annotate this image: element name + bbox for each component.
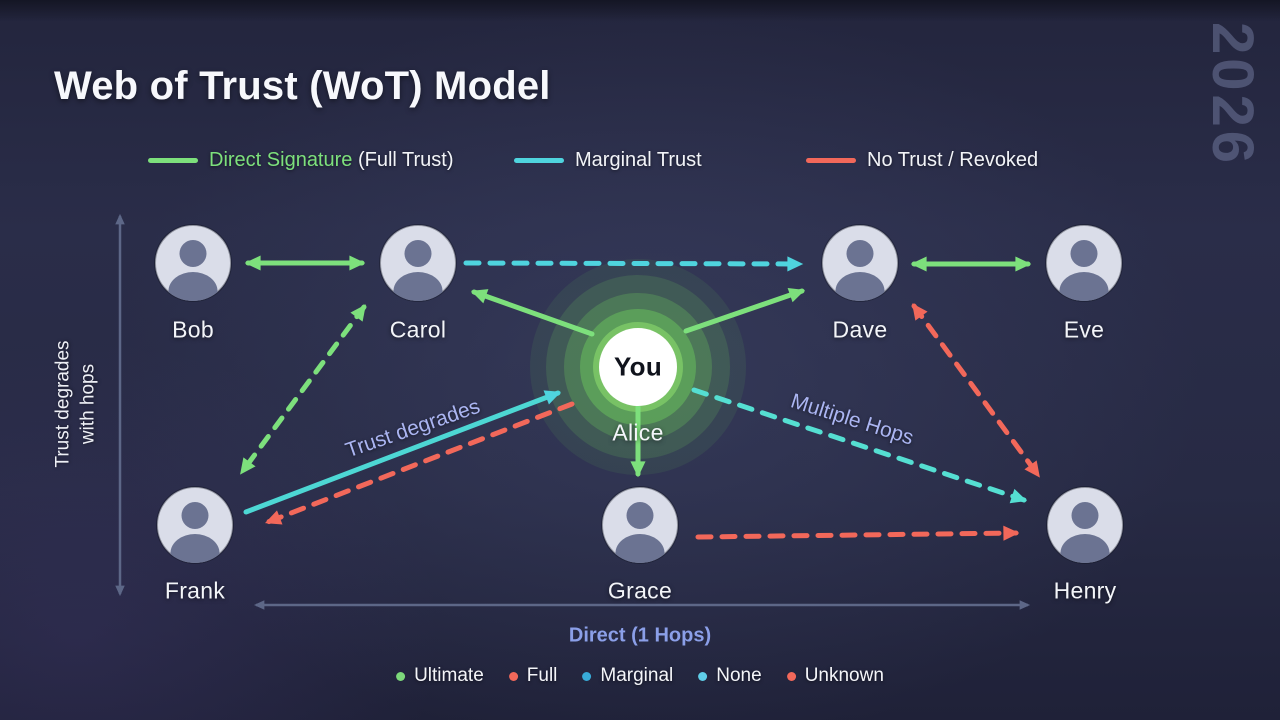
node-label-bob: Bob [172,316,214,343]
legend-swatch-red [806,157,856,163]
node-center-you: You [613,351,663,382]
watermark-year: 2026 [1200,22,1265,168]
edge-carol-dave [463,256,804,272]
node-label-dave: Dave [832,316,888,343]
dot-ultimate-icon [396,671,406,681]
trust-level-ultimate-label: Ultimate [414,665,484,686]
legend-item-marginal-trust: Marginal Trust [514,148,702,172]
edge-carol-frank [239,304,367,475]
trust-level-full: Full [508,665,558,687]
trust-level-unknown-label: Unknown [804,665,884,686]
node-dave-avatar [822,225,898,310]
node-alice-circle [599,328,677,406]
edge-frank-alice [243,390,562,515]
trust-level-marginal: Marginal [582,665,673,687]
node-eve-avatar [1046,225,1122,310]
page-title: Web of Trust (WoT) Model [54,64,551,108]
trust-level-none-label: None [716,665,762,686]
dot-none-icon [698,671,708,681]
dot-unknown-icon [786,671,796,681]
dot-marginal-icon [582,671,592,681]
x-axis-label: Direct (1 Hops) [568,624,712,647]
y-axis-label: Trust degrades with hops [51,340,100,467]
trust-level-none: None [698,665,762,687]
trust-level-ultimate: Ultimate [396,665,484,687]
node-bob-avatar [155,225,231,310]
edge-alice-carol [470,289,595,337]
edge-grace-henry [695,525,1020,541]
edge-dave-henry [911,303,1041,478]
legend-label-direct-signature: Direct Signature [209,148,353,171]
y-axis-label-line1: Trust degrades [52,340,74,468]
node-label-eve: Eve [1063,316,1105,343]
node-label-henry: Henry [1053,577,1117,604]
node-frank-avatar [157,487,233,572]
legend-swatch-green [148,157,198,163]
node-henry-avatar [1047,487,1123,572]
trust-level-marginal-label: Marginal [600,665,674,686]
node-label-alice: Alice [612,419,664,446]
legend-label-no-trust: No Trust / Revoked [867,148,1039,171]
node-label-carol: Carol [389,316,447,343]
legend-label-marginal-trust: Marginal Trust [575,148,702,171]
trust-level-full-label: Full [526,665,558,686]
dot-full-icon [508,671,518,681]
legend-swatch-cyan [514,157,564,163]
legend-item-no-trust: No Trust / Revoked [806,148,1038,172]
y-axis-label-line2: with hops [77,363,98,445]
trust-level-unknown: Unknown [786,665,884,687]
node-grace-avatar [602,487,678,572]
node-carol-avatar [380,225,456,310]
edge-alice-frank [264,401,575,525]
edge-alice-henry [691,387,1028,504]
node-label-frank: Frank [164,577,226,604]
trust-level-legend: Ultimate Full Marginal None Unknown [396,665,884,687]
edge-alice-dave [683,287,806,334]
node-label-grace: Grace [607,577,673,604]
legend-label-full-trust: (Full Trust) [352,148,454,171]
legend-item-direct-signature: Direct Signature (Full Trust) [148,148,454,172]
